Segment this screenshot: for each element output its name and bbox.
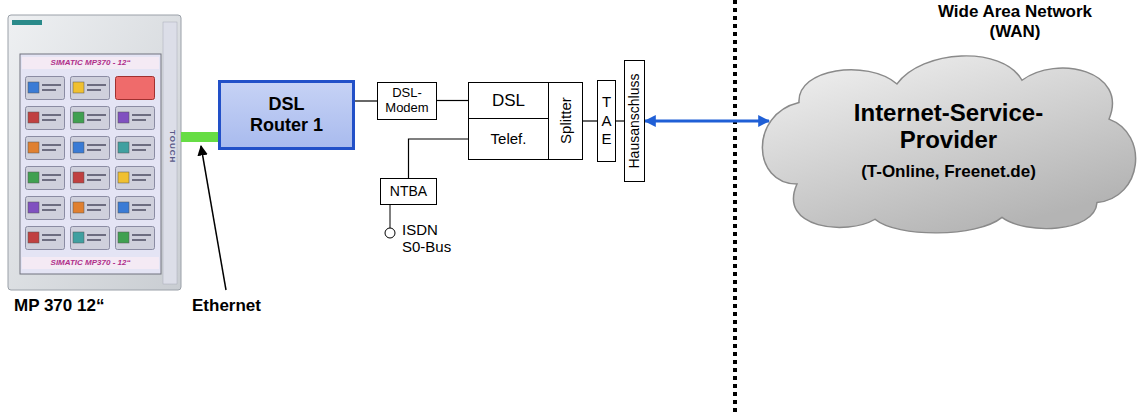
node-text: DSL- Modem	[383, 86, 431, 116]
splitter-box: Splitter	[548, 82, 583, 160]
touch-strip	[163, 22, 177, 284]
screen-button	[116, 227, 155, 250]
logo-mark	[12, 20, 42, 25]
screen-button	[116, 197, 155, 220]
ethernet-cable	[181, 132, 219, 142]
panel-frame	[8, 15, 181, 290]
dsl-port-box: DSL	[468, 82, 549, 119]
screen-button	[71, 227, 110, 250]
leader-arrow	[201, 146, 226, 290]
region-heading: Wide Area Network (WAN)	[925, 2, 1105, 41]
screen-header	[22, 57, 159, 69]
tae-socket-box: T A E	[597, 80, 616, 162]
device-label: MP 370 12“	[14, 296, 104, 316]
bus-label: ISDN S0-Bus	[402, 221, 462, 256]
node-text: Hausanschluss	[626, 74, 642, 169]
house-connection-box: Hausanschluss	[624, 60, 645, 182]
router-box: DSL Router 1	[218, 80, 355, 150]
screen-title: SIMATIC MP370 - 12“	[22, 58, 159, 67]
ntba-box: NTBA	[380, 178, 437, 205]
connector-arrow	[645, 120, 769, 123]
isp-cloud: Internet-Service- Provider (T-Online, Fre…	[757, 45, 1140, 235]
cable-label: Ethernet	[192, 296, 261, 316]
screen-button	[116, 107, 155, 130]
cloud-title: Internet-Service- Provider	[824, 99, 1074, 154]
screen-button	[116, 137, 155, 160]
screen-button	[71, 77, 110, 100]
screen-button	[71, 167, 110, 190]
screen-button	[71, 107, 110, 130]
node-text: DSL	[492, 91, 525, 111]
connector-line	[409, 139, 469, 178]
touch-mark: TOUCH	[168, 130, 177, 163]
node-text: Telef.	[491, 130, 527, 147]
screen-button	[26, 137, 65, 160]
panel-screen	[20, 54, 161, 274]
isdn-wire	[390, 205, 391, 228]
screen-button	[71, 197, 110, 220]
screen-button	[26, 77, 65, 100]
node-text: Splitter	[557, 98, 574, 145]
node-text: NTBA	[390, 183, 427, 199]
modem-box: DSL- Modem	[377, 82, 437, 120]
screen-button	[26, 227, 65, 250]
screen-footer	[22, 257, 159, 269]
telephone-port-box: Telef.	[468, 118, 549, 160]
screen-button	[26, 107, 65, 130]
cloud-subtitle: (T-Online, Freenet.de)	[861, 162, 1036, 182]
screen-title: SIMATIC MP370 - 12“	[22, 258, 159, 267]
connector-line	[583, 120, 597, 121]
screen-button-alarm	[116, 77, 155, 100]
isdn-terminal	[385, 228, 395, 238]
cloud-outline	[762, 56, 1135, 233]
screen-button	[71, 137, 110, 160]
network-boundary	[733, 0, 737, 416]
connector-line	[437, 100, 468, 101]
connector-line	[355, 100, 377, 101]
screen-button	[116, 167, 155, 190]
screen-button	[26, 197, 65, 220]
node-text: T A E	[599, 93, 614, 149]
node-text: DSL Router 1	[239, 94, 334, 135]
connector-line	[616, 120, 624, 121]
screen-button	[26, 167, 65, 190]
